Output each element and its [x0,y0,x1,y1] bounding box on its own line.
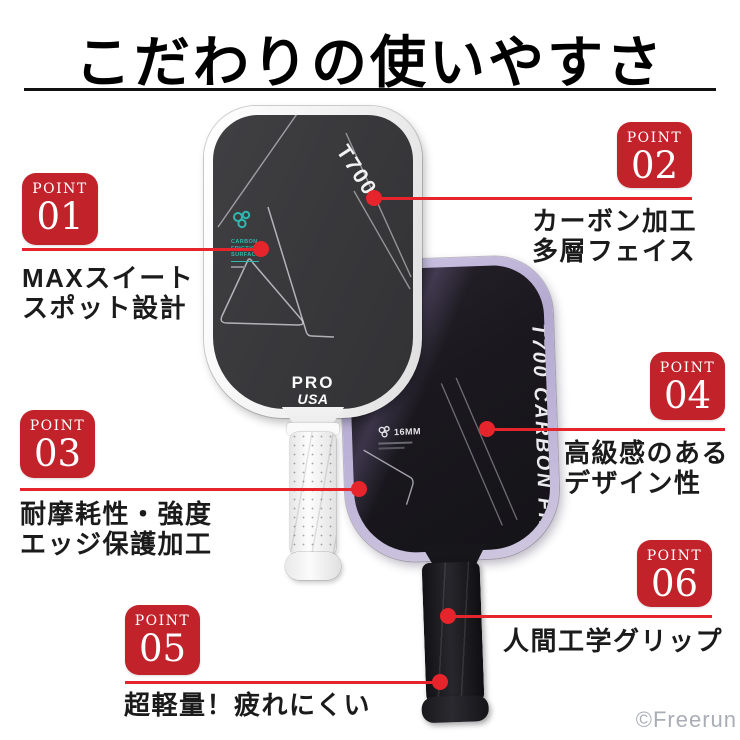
paddle-right-grip-butt [421,694,490,724]
callout-line [448,615,712,618]
point-text-line: MAXスイート [22,263,195,293]
point-03-badge: POINT 03 [20,410,95,478]
usa-label: USA [297,391,329,407]
point-number: 03 [33,432,82,475]
point-04-text: 高級感のある デザイン性 [564,438,729,498]
callout-line [374,197,692,200]
watermark: ©Freerun [635,707,737,732]
molecule-icon [233,210,251,229]
point-label: POINT [659,360,716,376]
callout-dot [432,674,448,690]
point-05-text: 超軽量！疲れにくい [124,690,371,720]
point-text-line: エッジ保護加工 [20,529,213,559]
point-number: 01 [36,195,84,238]
logo-rule [231,260,259,262]
logo-subline [231,265,245,268]
title-underline [24,88,716,91]
callout-line [487,428,725,431]
paddle-left-grip-butt [285,552,341,580]
point-02-badge: POINT 02 [617,122,692,188]
callout-line [20,488,359,491]
callout-dot [351,481,367,497]
point-label: POINT [626,130,683,146]
page-title: こだわりの使いやすさ [75,31,665,94]
point-text-line: 超軽量！疲れにくい [124,690,371,720]
point-number: 04 [663,374,712,417]
callout-dot [253,241,269,257]
point-label: POINT [646,548,703,564]
carbon-friction-logo: CARBON FRICTION SURFACE [231,209,260,268]
callout-line [125,681,440,684]
point-text-line: 高級感のある [564,438,730,468]
callout-dot [440,608,456,624]
point-number: 02 [630,144,679,187]
point-text-line: デザイン性 [564,468,702,498]
point-06-text: 人間工学グリップ [503,626,723,656]
point-text-line: 人間工学グリップ [503,626,724,656]
paddle-left-face: T700 CARBON FRICTION SURFACE PRO [213,115,413,409]
logo-line: CARBON [231,239,258,245]
callout-line [22,248,261,251]
point-01-text: MAXスイート スポット設計 [22,263,194,323]
molecule-icon [378,425,390,438]
paddle-left: T700 CARBON FRICTION SURFACE PRO [204,106,422,586]
point-text-line: スポット設計 [22,293,188,323]
point-label: POINT [32,181,88,197]
paddle-left-edge: T700 CARBON FRICTION SURFACE PRO [204,106,422,418]
point-04-badge: POINT 04 [650,352,725,420]
point-label: POINT [134,613,191,629]
point-text-line: 多層フェイス [532,236,697,266]
point-02-text: カーボン加工 多層フェイス [532,206,697,266]
paddle-left-face-pattern-svg [217,115,412,338]
logo-line: SURFACE [231,252,261,258]
usa-approval-badge: USA PICKLEBALL APPROVED [289,392,337,409]
callout-dot [366,190,382,206]
thickness-logo: 16MM [378,424,422,450]
point-01-badge: POINT 01 [22,173,98,245]
point-number: 05 [138,627,187,670]
point-number: 06 [650,562,699,605]
callout-dot [479,421,495,437]
point-06-badge: POINT 06 [637,540,712,607]
grade-label: PRO [291,373,335,392]
point-label: POINT [29,418,86,434]
point-03-text: 耐摩耗性・強度 エッジ保護加工 [20,499,213,559]
point-text-line: カーボン加工 [532,206,698,236]
point-text-line: 耐摩耗性・強度 [20,499,213,529]
point-05-badge: POINT 05 [125,605,200,675]
paddle-left-grip [290,432,336,556]
